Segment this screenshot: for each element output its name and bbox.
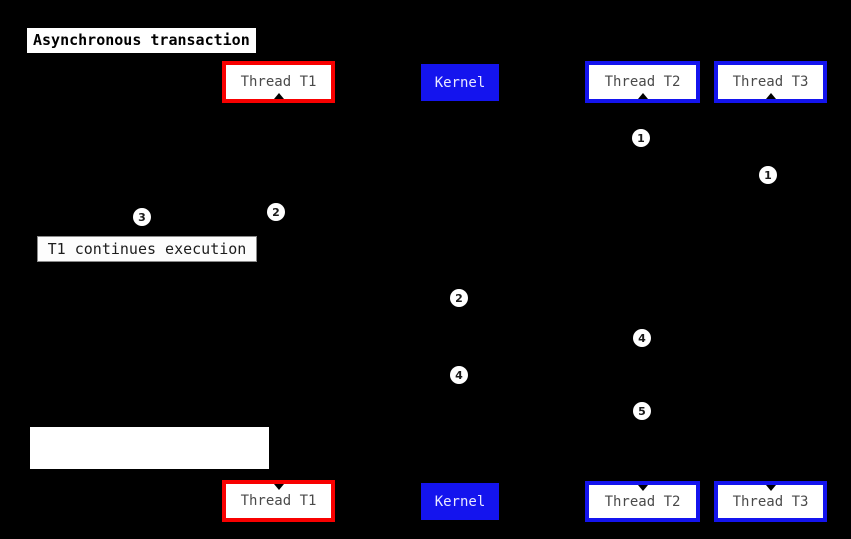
participant-label: Thread T2 [604, 74, 681, 90]
participant-thread-t1-top: Thread T1 [222, 61, 335, 103]
lifeline-notch-icon [637, 93, 648, 99]
participant-label: Thread T2 [604, 493, 681, 510]
participant-thread-t2-bottom: Thread T2 [585, 481, 700, 522]
lifeline-notch-icon [273, 93, 284, 99]
lifeline-notch-icon [765, 485, 776, 491]
participant-thread-t2-top: Thread T2 [585, 61, 700, 103]
note-blank [30, 427, 269, 469]
participant-label: Kernel [434, 493, 486, 510]
lifeline-notch-icon [637, 485, 648, 491]
participant-thread-t1-bottom: Thread T1 [222, 480, 335, 522]
step-marker-2-kernel: 2 [450, 289, 468, 307]
step-marker-4-kernel: 4 [450, 366, 468, 384]
step-marker-5-thread-t2: 5 [633, 402, 651, 420]
note-t1-continues-execution: T1 continues execution [37, 236, 257, 262]
participant-label: Thread T3 [732, 74, 809, 90]
diagram-title: Asynchronous transaction [27, 28, 256, 53]
participant-label: Thread T3 [732, 493, 809, 510]
step-marker-3-thread-t1: 3 [133, 208, 151, 226]
step-marker-4-thread-t2: 4 [633, 329, 651, 347]
participant-label: Kernel [434, 74, 486, 91]
lifeline-notch-icon [273, 484, 284, 490]
participant-thread-t3-top: Thread T3 [714, 61, 827, 103]
participant-kernel-bottom: Kernel [421, 483, 499, 520]
lifeline-notch-icon [765, 93, 776, 99]
step-marker-1-thread-t3: 1 [759, 166, 777, 184]
participant-label: Thread T1 [240, 74, 317, 90]
participant-label: Thread T1 [240, 493, 317, 509]
participant-thread-t3-bottom: Thread T3 [714, 481, 827, 522]
participant-kernel-top: Kernel [421, 64, 499, 101]
step-marker-2-thread-t1: 2 [267, 203, 285, 221]
step-marker-1-thread-t2: 1 [632, 129, 650, 147]
